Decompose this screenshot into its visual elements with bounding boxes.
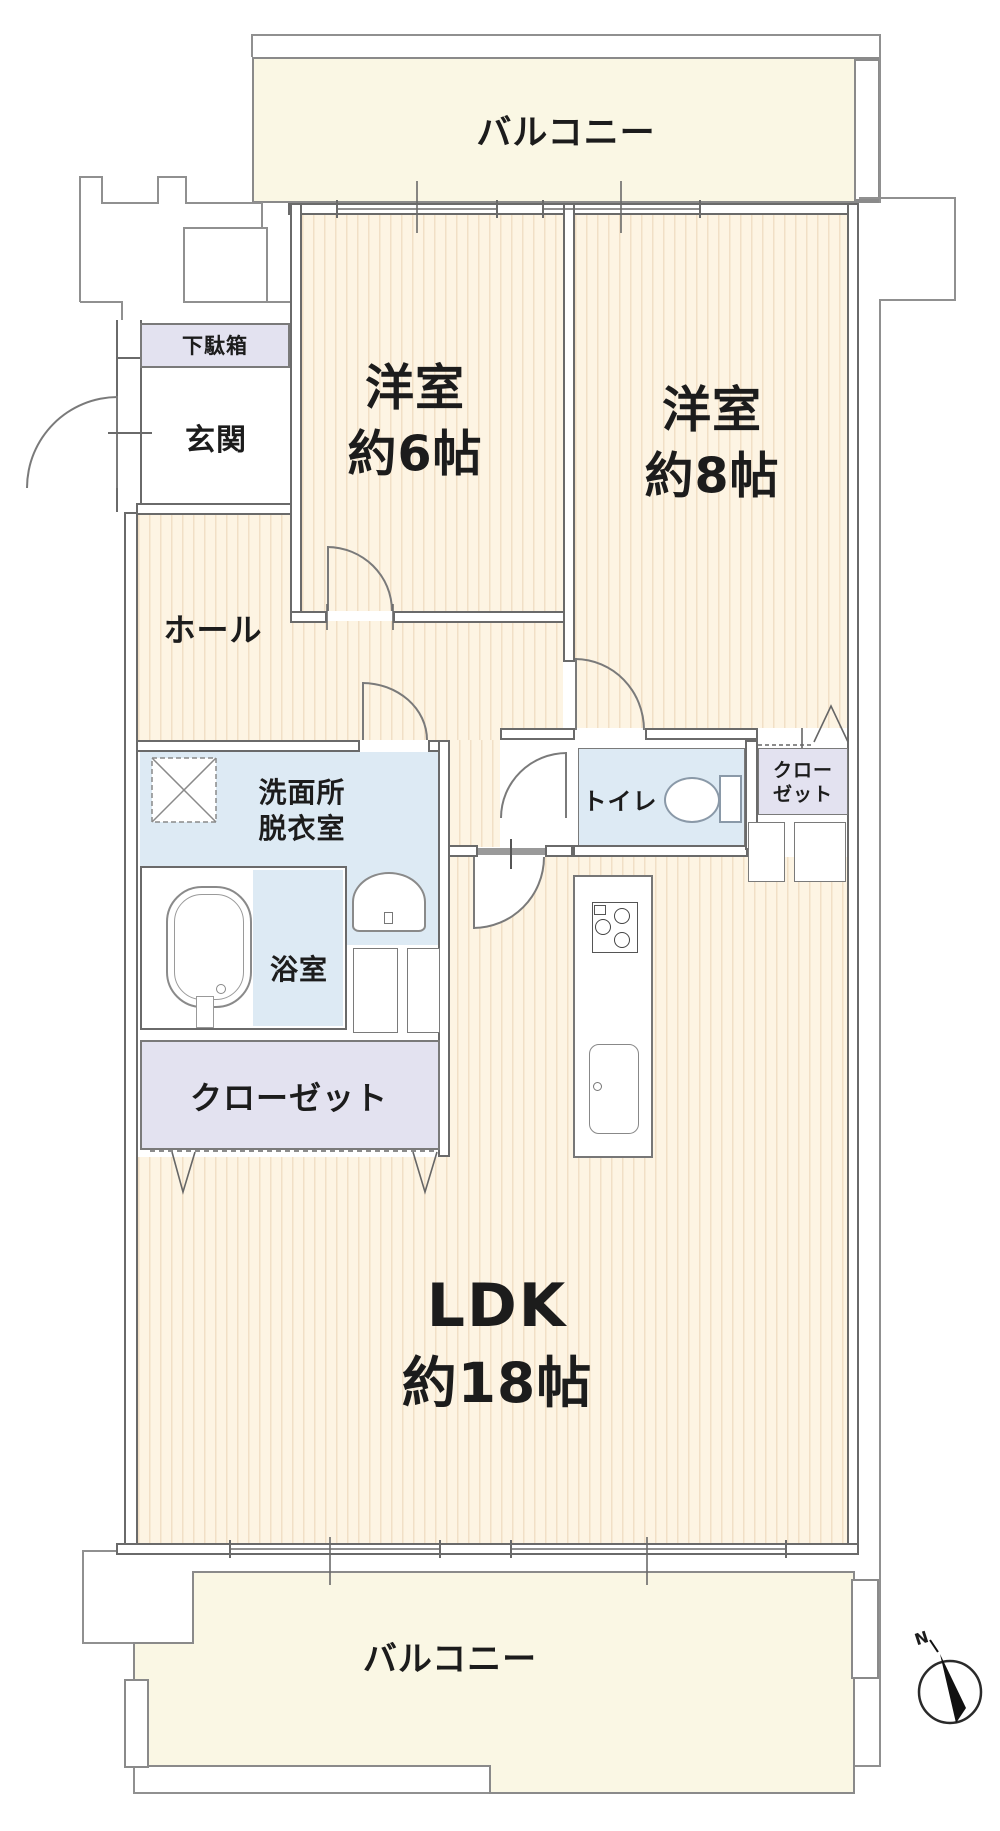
compass-icon <box>917 1639 983 1725</box>
wall-washroom-top-a <box>136 740 360 752</box>
wall-ldk-top-b <box>545 845 573 857</box>
stove-burner-left <box>595 919 611 935</box>
wall-ldk-top-c <box>573 845 748 857</box>
wall-genkan-bottom <box>136 503 300 515</box>
storage-box-b <box>407 948 440 1033</box>
closet-small-label-line2: ゼット <box>772 783 834 806</box>
bathtub-inner <box>174 894 244 1000</box>
balcony-bottom-area <box>133 1571 855 1794</box>
ldk-sliding-door-panel <box>478 848 545 855</box>
compass-north-label: N <box>912 1626 932 1650</box>
bathroom-wet-zone <box>253 870 343 1026</box>
bathtub-faucet <box>216 984 226 994</box>
washroom-label-line1: 洗面所 <box>258 776 346 809</box>
balcony-bottom-pillar-left <box>124 1679 149 1768</box>
getabako-label: 下駄箱 <box>182 334 248 358</box>
bathroom-label: 浴室 <box>269 953 329 986</box>
bathroom-counter <box>196 996 214 1028</box>
hall-label: ホール <box>163 611 263 649</box>
closet-small-label-line1: クロー <box>772 759 834 782</box>
balcony-bottom-pillar-right <box>851 1579 879 1679</box>
wall-east <box>847 203 859 1555</box>
toilet-door-arc <box>500 752 567 818</box>
bedroom8-label-line2: 約8帖 <box>644 447 780 505</box>
bedroom6-label-line2: 約6帖 <box>347 425 483 483</box>
washroom-label-line2: 脱衣室 <box>258 812 346 845</box>
stove-burner-top-right <box>614 908 630 924</box>
common-area-inner-box <box>183 227 268 303</box>
stove-grill <box>594 905 606 915</box>
toilet-label: トイレ <box>582 787 658 816</box>
storage-box-a <box>353 948 398 1033</box>
wall-room-divider <box>563 203 575 662</box>
wall-bedroom6-bottom-a <box>290 611 327 623</box>
genkan-label: 玄関 <box>185 423 247 458</box>
wall-bedroom6-bottom-b <box>393 611 573 623</box>
outer-boundary-right <box>854 197 956 1767</box>
bedroom8-floor <box>575 213 847 728</box>
pipe-space-a <box>748 822 785 882</box>
balcony-top-label: バルコニー <box>476 113 656 154</box>
washbasin-faucet <box>384 912 393 924</box>
stove-burner-bottom-right <box>614 932 630 948</box>
wall-toilet-top-a <box>500 728 575 740</box>
bedroom6-floor <box>302 213 563 611</box>
closet-small-box <box>758 748 848 815</box>
wall-toilet-top-b <box>645 728 758 740</box>
pipe-space-b <box>794 822 846 882</box>
toilet-bowl <box>664 777 720 823</box>
bedroom6-label-line1: 洋室 <box>364 359 466 417</box>
toilet-tank <box>719 775 742 823</box>
wall-west-genkan-window <box>116 320 142 512</box>
ldk-label-line1: LDK <box>426 1271 568 1341</box>
corridor-stub-floor <box>448 740 500 847</box>
entrance-door-arc <box>26 396 118 488</box>
closet-large-box <box>140 1040 440 1150</box>
balcony-bottom-label: バルコニー <box>362 1639 538 1680</box>
closet-large-label: クローゼット <box>189 1079 389 1117</box>
balcony-top-pillar <box>854 59 880 201</box>
wall-bedroom6-left <box>290 203 302 621</box>
ldk-label-line2: 約18帖 <box>401 1351 593 1415</box>
kitchen-faucet <box>593 1082 602 1091</box>
wall-west <box>124 512 138 1555</box>
bedroom8-label-line1: 洋室 <box>661 381 763 439</box>
wall-ldk-top-a <box>448 845 478 857</box>
wall-south <box>116 1543 859 1555</box>
